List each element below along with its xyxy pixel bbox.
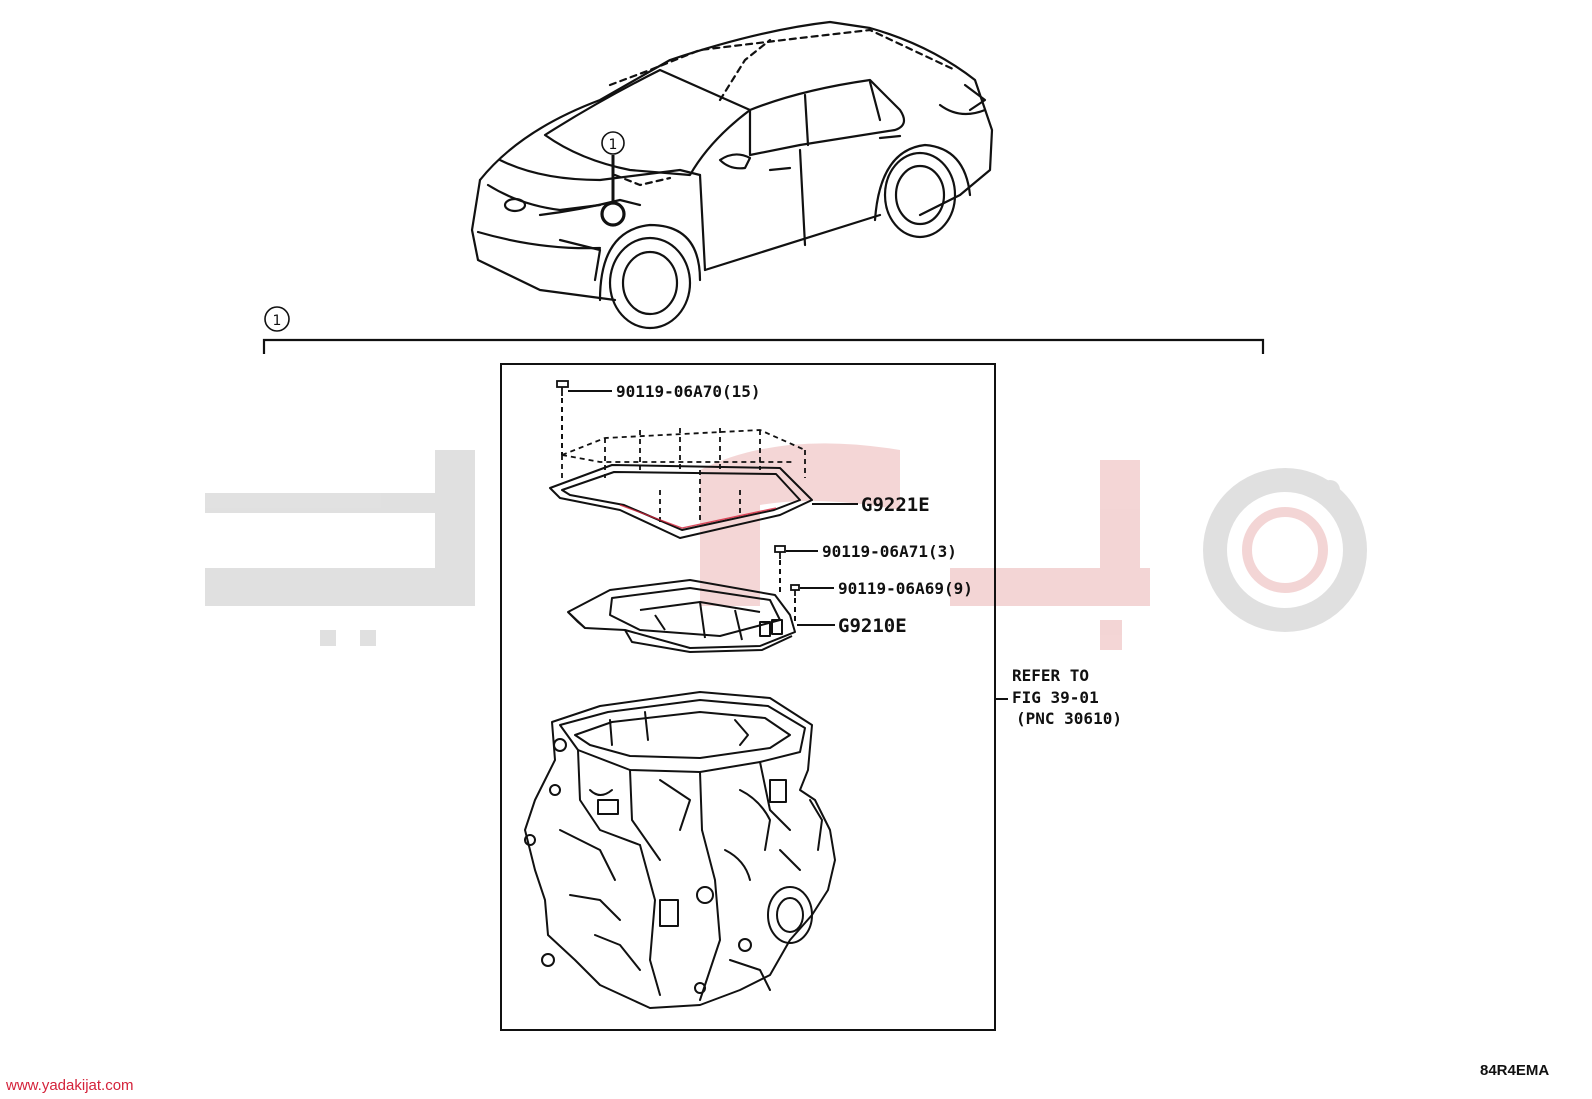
cover-gasket-highlight (619, 504, 777, 529)
section-callout-circle (264, 306, 290, 332)
bolt-mid-icon (774, 545, 786, 559)
watermark-logo (205, 443, 1367, 650)
transaxle-housing (524, 691, 836, 1009)
section-bracket (262, 338, 1265, 354)
car-illustration (470, 20, 994, 330)
bolt-top-label: 90119-06A70(15) (616, 382, 761, 401)
bolt-small-icon (790, 584, 800, 596)
bolt-top-icon (556, 380, 569, 396)
control-unit (567, 579, 796, 653)
figure-code: 84R4EMA (1480, 1062, 1550, 1079)
cover-group-label: G9221E (861, 494, 930, 516)
reference-line-3: (PNC 30610) (1016, 709, 1122, 728)
reference-line-2: FIG 39-01 (1012, 688, 1099, 707)
bolt-small-label: 90119-06A69(9) (838, 579, 973, 598)
watermark-site-text: www.yadakijat.com (6, 1077, 134, 1094)
car-location-marker (600, 201, 626, 227)
section-callout-number: 1 (273, 313, 282, 329)
car-callout-circle (601, 131, 625, 155)
parts-box (500, 363, 996, 1031)
reference-line-1: REFER TO (1012, 666, 1089, 685)
unit-group-label: G9210E (838, 615, 907, 637)
cover-gasket (549, 464, 813, 539)
car-callout-number: 1 (609, 137, 618, 153)
bolt-mid-label: 90119-06A71(3) (822, 542, 957, 561)
